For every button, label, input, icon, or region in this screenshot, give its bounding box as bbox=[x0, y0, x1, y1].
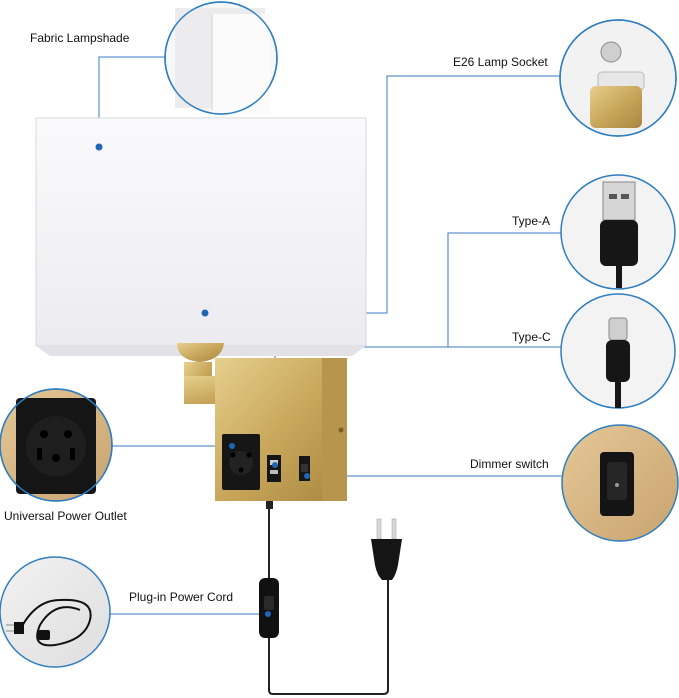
label-e26-socket: E26 Lamp Socket bbox=[453, 55, 548, 69]
callout-dots bbox=[95, 143, 310, 617]
circle-type-c-detail bbox=[560, 293, 676, 409]
dot-socket bbox=[201, 309, 209, 317]
dot-dimmer bbox=[304, 473, 310, 479]
lamp-socket bbox=[177, 343, 224, 362]
callout-type-a-line bbox=[447, 232, 562, 347]
lamp-shade bbox=[35, 117, 367, 356]
label-power-cord: Plug-in Power Cord bbox=[129, 590, 234, 604]
cord-inline-switch bbox=[259, 578, 279, 638]
label-universal-outlet: Universal Power Outlet bbox=[4, 509, 127, 523]
circle-socket-detail bbox=[559, 19, 677, 137]
wall-plate bbox=[215, 358, 347, 509]
label-dimmer-switch: Dimmer switch bbox=[470, 457, 549, 471]
dot-cord bbox=[265, 611, 271, 617]
power-cord bbox=[268, 509, 389, 695]
dot-usb bbox=[272, 462, 278, 468]
circle-lampshade-detail bbox=[164, 1, 278, 115]
circle-dimmer-detail bbox=[561, 424, 679, 542]
circle-outlet-detail bbox=[0, 388, 113, 502]
callout-lampshade-line bbox=[98, 56, 165, 147]
power-plug bbox=[371, 518, 402, 580]
dot-outlet bbox=[229, 443, 235, 449]
label-type-c: Type-C bbox=[512, 330, 551, 344]
plate-usb-ports bbox=[267, 455, 281, 482]
circle-type-a-detail bbox=[560, 174, 676, 290]
label-type-a: Type-A bbox=[512, 214, 551, 228]
label-fabric-lampshade: Fabric Lampshade bbox=[30, 31, 130, 45]
dot-lampshade bbox=[95, 143, 103, 151]
circle-cord-detail bbox=[0, 556, 111, 668]
